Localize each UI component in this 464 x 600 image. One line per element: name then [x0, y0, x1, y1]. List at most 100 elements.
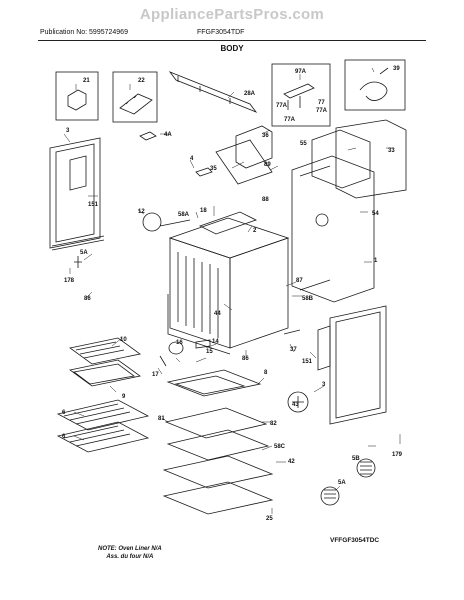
callout-18: 18 [200, 208, 207, 214]
part-58c-panel [166, 429, 270, 461]
part-43-detail [287, 391, 309, 413]
part-16-igniter [168, 341, 184, 355]
inset-box-22 [112, 71, 158, 123]
callout-3-left: 3 [66, 128, 70, 134]
part-36-vent [235, 125, 273, 169]
callout-58a: 58A [178, 212, 190, 218]
part-14-spacer [195, 339, 211, 349]
part-28a-rail [168, 71, 258, 113]
part-6-rack-lower-wires [63, 425, 131, 447]
part-1-edge [299, 165, 331, 291]
callout-37: 37 [290, 347, 297, 353]
callout-151-left: 151 [88, 202, 99, 208]
callout-5b: 5B [352, 456, 360, 462]
oven-right-side [229, 237, 289, 349]
part-22-bracket [119, 93, 153, 115]
part-12-valve [142, 212, 162, 232]
callout-15: 15 [206, 349, 213, 355]
part-6-rack-upper-wires [63, 403, 131, 425]
part-6-rack-lower [56, 421, 150, 453]
part-3-inner [55, 143, 95, 243]
callout-21: 21 [83, 78, 90, 84]
oven-insulation-lines [177, 252, 219, 338]
callout-86-left: 86 [84, 296, 91, 302]
callout-8: 8 [264, 370, 268, 376]
callout-55: 55 [300, 141, 307, 147]
callout-4a: 4A [164, 132, 172, 138]
callout-9: 9 [122, 394, 126, 400]
callout-5a-right: 5A [338, 480, 346, 486]
callout-54: 54 [372, 211, 379, 217]
part-5a-left-screw [74, 256, 82, 268]
part-39-harness [359, 67, 389, 101]
callout-89: 89 [264, 162, 271, 168]
callout-36: 36 [262, 133, 269, 139]
callout-179: 179 [392, 452, 403, 458]
callout-35: 35 [210, 166, 217, 172]
callout-28a: 28A [244, 91, 256, 97]
part-5b-leveling-leg [356, 458, 376, 478]
callout-151-right: 151 [302, 359, 313, 365]
part-18-tube [159, 219, 191, 227]
part-5a-leg [320, 486, 340, 506]
callout-12: 12 [138, 209, 145, 215]
callout-178-left: 178 [64, 278, 75, 284]
part-35-flue [215, 139, 273, 185]
callout-44: 44 [214, 311, 221, 317]
publication-number: Publication No: 5995724969 [40, 29, 128, 36]
callout-6-upper: 6 [62, 410, 66, 416]
liner-note: NOTE: Oven Liner N/A Ass. du four N/A [98, 545, 162, 561]
part-6-rack-upper [56, 399, 150, 431]
part-3-lower-edge [51, 235, 105, 251]
part-151-insulation [69, 155, 87, 191]
part-10-broil-grid [69, 337, 141, 365]
callout-5a-left: 5A [80, 250, 88, 256]
part-82-bracket [164, 407, 268, 439]
diagram-code: VFFGF3054TDC [330, 537, 380, 544]
callout-86-right: 86 [242, 356, 249, 362]
header-divider [38, 40, 426, 41]
callout-43: 43 [292, 402, 299, 408]
part-21-bracket [67, 89, 87, 111]
inset-box-97a [271, 63, 331, 127]
callout-77a-3: 77A [284, 117, 296, 123]
callout-87: 87 [296, 278, 303, 284]
part-17-screw [159, 355, 167, 367]
callout-81: 81 [158, 416, 165, 422]
part-8-drawer-top [166, 369, 262, 397]
liner-note-line-1: NOTE: Oven Liner N/A [98, 546, 162, 552]
liner-note-line-2: Ass. du four N/A [106, 554, 154, 560]
watermark: AppliancePartsPros.com [139, 6, 325, 23]
part-3-side-panel [49, 137, 101, 249]
callout-17: 17 [152, 372, 159, 378]
inset-box-21 [55, 71, 99, 121]
callout-14: 14 [212, 339, 219, 345]
part-4-clip [195, 167, 213, 177]
callout-42: 42 [288, 459, 295, 465]
part-5b-threads [360, 461, 372, 475]
callout-58c: 58C [274, 444, 286, 450]
inset-box-39 [344, 59, 406, 111]
callout-1: 1 [374, 258, 378, 264]
part-8-inner [174, 375, 246, 395]
part-55-cover [311, 129, 371, 189]
callout-10: 10 [120, 337, 127, 343]
part-4a-bracket [139, 131, 157, 141]
callout-77a-2: 77A [316, 108, 328, 114]
callout-4: 4 [190, 156, 194, 162]
callout-82: 82 [270, 421, 277, 427]
model-number: FFGF3054TDF [197, 29, 245, 36]
oven-base-frame [167, 294, 231, 355]
callout-25: 25 [266, 516, 273, 522]
callout-6-lower: 6 [62, 434, 66, 440]
callout-3-right: 3 [322, 382, 326, 388]
part-37-rod [283, 329, 301, 335]
part-25-drawer-bottom [162, 481, 274, 515]
part-151-right-insulation [317, 325, 331, 371]
part-43-screw [292, 396, 304, 408]
callout-77: 77 [318, 100, 325, 106]
oven-top [168, 217, 290, 259]
part-3-right-panel [329, 305, 387, 425]
leader-lines [63, 67, 401, 514]
